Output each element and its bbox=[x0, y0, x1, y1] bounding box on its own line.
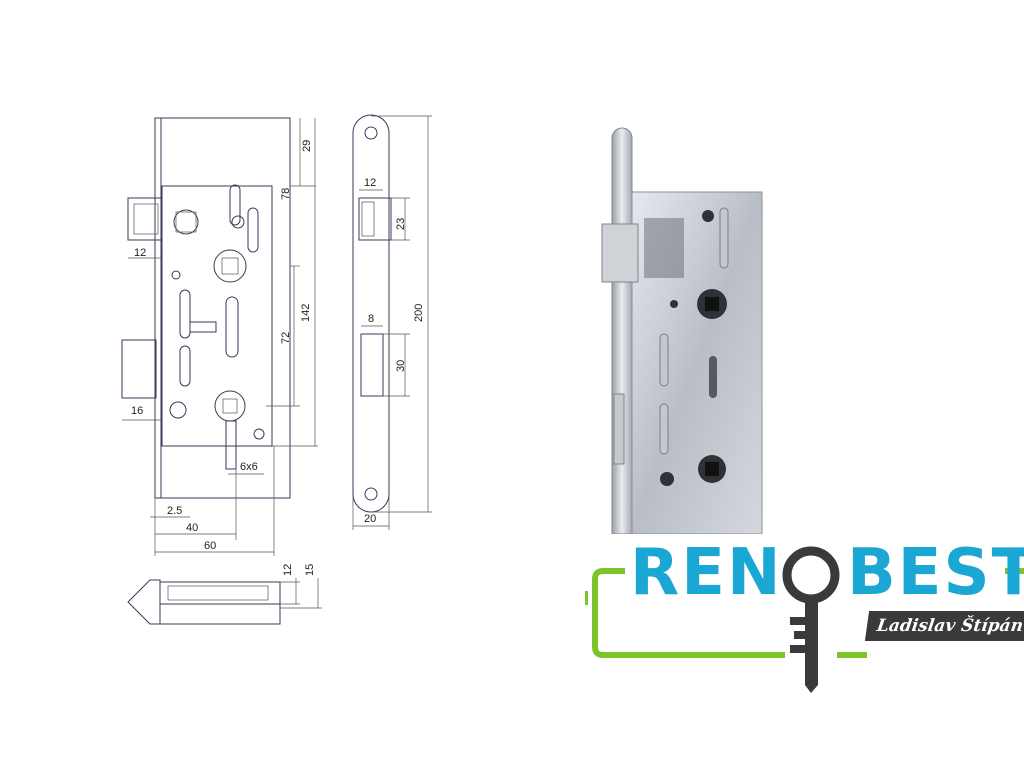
dim-faceplate: 2.5 bbox=[167, 505, 182, 517]
bottom-view bbox=[127, 578, 322, 625]
dim-bolt-height: 23 bbox=[395, 218, 407, 230]
dim-backset: 40 bbox=[186, 522, 198, 534]
dim-depth-outer: 15 bbox=[304, 564, 316, 576]
technical-drawing: 12 16 2.5 40 60 6x6 29 78 142 72 12 23 8… bbox=[121, 114, 432, 625]
dim-lower: 72 bbox=[280, 332, 292, 344]
dim-bolt-backset: 12 bbox=[134, 247, 146, 259]
dim-case-width: 60 bbox=[204, 540, 216, 552]
dim-latch-width: 8 bbox=[368, 313, 374, 325]
key-icon bbox=[782, 546, 840, 693]
dim-latch: 16 bbox=[131, 405, 143, 417]
dim-bolt-width: 12 bbox=[364, 177, 376, 189]
side-view bbox=[352, 114, 432, 530]
dim-case-height: 142 bbox=[300, 304, 312, 322]
lock-product-photo bbox=[601, 127, 763, 534]
logo-frame bbox=[585, 546, 1024, 693]
dim-top: 29 bbox=[301, 140, 313, 152]
dim-spindle: 6x6 bbox=[240, 461, 258, 473]
front-view bbox=[121, 117, 318, 556]
brand-name-left: REN bbox=[630, 536, 783, 610]
dim-plate-height: 200 bbox=[413, 304, 425, 322]
dim-latch-height: 30 bbox=[395, 360, 407, 372]
dim-plate-width: 20 bbox=[364, 513, 376, 525]
dim-depth-inner: 12 bbox=[282, 564, 294, 576]
brand-name-right: BEST bbox=[847, 536, 1024, 610]
brand-subtitle: Ladislav Štípán bbox=[864, 611, 1024, 641]
renobest-logo: REN BEST Ladislav Štípán bbox=[585, 535, 1024, 695]
dim-upper: 78 bbox=[280, 188, 292, 200]
